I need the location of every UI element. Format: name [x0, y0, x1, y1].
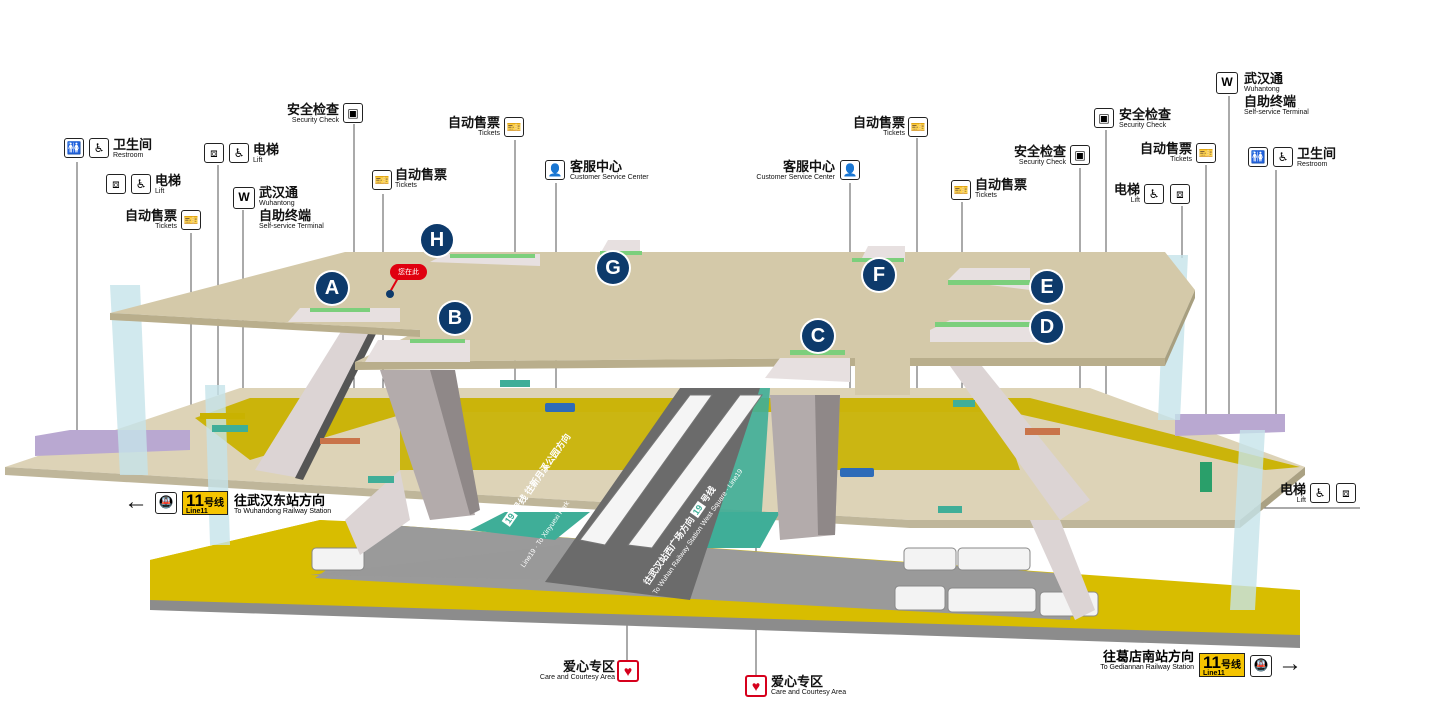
teal-zone: [470, 512, 590, 540]
ticket-machine-icon: 🎫: [181, 210, 201, 230]
street-level-slab: [110, 252, 1195, 362]
exit-e: E: [1031, 271, 1063, 303]
lift-shaft-left: [110, 285, 148, 475]
lift-icon: ⧈: [106, 174, 126, 194]
metro-train-icon: 🚇: [1250, 655, 1272, 677]
restroom-block-left: [35, 430, 190, 456]
center-trains: [579, 394, 763, 549]
customer-service-icon: 👤: [545, 160, 565, 180]
wheelchair-icon: ♿: [229, 143, 249, 163]
metro-train-icon: 🚇: [155, 492, 177, 514]
you-are-here-pointer: [386, 277, 399, 298]
escalator-left: [255, 325, 375, 478]
lift-icon: ⧈: [204, 143, 224, 163]
ticket-machine-icon: 🎫: [1196, 143, 1216, 163]
wheelchair-icon: ♿: [1310, 483, 1330, 503]
lift-icon: ⧈: [1336, 483, 1356, 503]
exit-f: F: [863, 259, 895, 291]
security-check-icon: ▣: [1070, 145, 1090, 165]
arrow-right-icon: →: [1278, 650, 1302, 677]
restroom-icon: 🚻: [1248, 147, 1268, 167]
security-check-icon: ▣: [343, 103, 363, 123]
pillar-left: [380, 370, 475, 520]
you-are-here-marker: 您在此: [390, 264, 427, 280]
exit-h: H: [421, 224, 453, 256]
exit-b: B: [439, 302, 471, 334]
wheelchair-icon: ♿: [131, 174, 151, 194]
restroom-icon: 🚻: [64, 138, 84, 158]
ticket-machine-icon: 🎫: [908, 117, 928, 137]
entrance-structures: [288, 240, 1040, 382]
exit-g: G: [597, 252, 629, 284]
equipment-markers: [200, 380, 1212, 513]
ticket-machine-icon: 🎫: [372, 170, 392, 190]
escalator-right: [935, 345, 1090, 520]
security-check-icon: ▣: [1094, 108, 1114, 128]
restroom-block-right: [1175, 414, 1285, 436]
arrow-left-icon: ←: [124, 488, 148, 515]
platform-trains: [311, 547, 1099, 617]
heart-icon: ♥: [745, 675, 767, 697]
lift-icon: ⧈: [1170, 184, 1190, 204]
wuhantong-w-icon: W: [1216, 72, 1238, 94]
exit-a: A: [316, 272, 348, 304]
wheelchair-icon: ♿: [1144, 184, 1164, 204]
exit-d: D: [1031, 311, 1063, 343]
heart-icon: ♥: [617, 660, 639, 682]
wheelchair-icon: ♿: [1273, 147, 1293, 167]
customer-service-icon: 👤: [840, 160, 860, 180]
wheelchair-icon: ♿: [89, 138, 109, 158]
ticket-machine-icon: 🎫: [504, 117, 524, 137]
exit-c: C: [802, 320, 834, 352]
wuhantong-w-icon: W: [233, 187, 255, 209]
ticket-machine-icon: 🎫: [951, 180, 971, 200]
